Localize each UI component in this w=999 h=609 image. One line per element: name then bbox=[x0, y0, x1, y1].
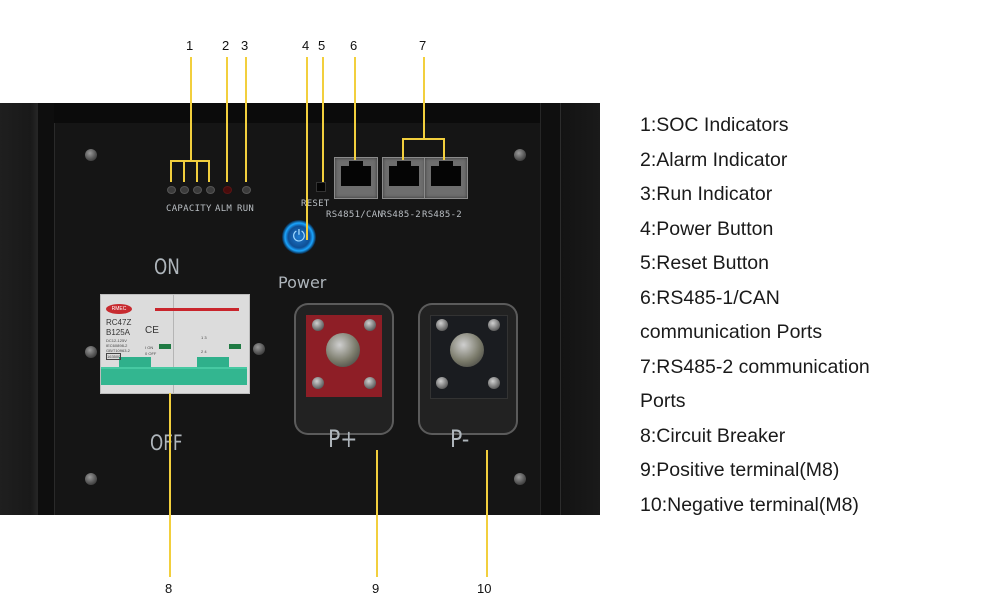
legend-item-6-cont: communication Ports bbox=[640, 321, 823, 343]
screw-icon bbox=[253, 343, 265, 355]
breaker-window bbox=[229, 344, 241, 349]
panel-top-edge bbox=[54, 103, 540, 123]
legend-item-10: 10:Negative terminal(M8) bbox=[640, 493, 859, 516]
rs485-2-port-b[interactable] bbox=[424, 157, 468, 199]
port-label-rs485-2a: RS485-2 bbox=[381, 210, 422, 220]
port-label-rs485-2b: RS485-2 bbox=[422, 210, 463, 220]
callout-3: 3 bbox=[241, 38, 249, 53]
cabinet-side bbox=[0, 103, 38, 515]
rs485-1-can-port[interactable] bbox=[334, 157, 378, 199]
negative-terminal[interactable] bbox=[418, 303, 518, 435]
ce-mark: CE bbox=[145, 325, 159, 336]
legend-item-2: 2:Alarm Indicator bbox=[640, 148, 788, 171]
soc-led-2 bbox=[180, 186, 189, 194]
terminal-bolt-icon bbox=[326, 333, 360, 367]
callout-line-1 bbox=[190, 57, 192, 161]
legend-item-6: 6:RS485-1/CAN bbox=[640, 286, 780, 309]
screw-icon bbox=[85, 346, 97, 358]
legend-item-5: 5:Reset Button bbox=[640, 252, 769, 274]
port-label-rs4851-can: RS4851/CAN bbox=[326, 210, 384, 220]
callout-line-5 bbox=[322, 57, 324, 182]
breaker-pole-bottom: 2 4 bbox=[201, 349, 207, 354]
panel-rail-right bbox=[540, 103, 561, 515]
capacity-label: CAPACITY bbox=[166, 204, 212, 214]
callout-line-6 bbox=[354, 57, 356, 160]
screw-icon bbox=[85, 149, 97, 161]
legend-item-7-cont: Ports bbox=[640, 390, 686, 412]
run-label: RUN bbox=[237, 204, 255, 214]
legend-item-4: 4:Power Button bbox=[640, 217, 774, 240]
breaker-off-mark: 0 OFF bbox=[145, 351, 157, 356]
callout-9: 9 bbox=[372, 581, 380, 596]
callout-line-8 bbox=[169, 393, 171, 577]
reset-label: RESET bbox=[301, 199, 330, 209]
screw-icon bbox=[85, 473, 97, 485]
callout-line-7-branch bbox=[402, 138, 445, 140]
reset-button[interactable] bbox=[316, 182, 326, 192]
run-led bbox=[242, 186, 251, 194]
breaker-on-mark: I ON bbox=[145, 345, 154, 350]
callout-7: 7 bbox=[419, 38, 427, 53]
breaker-tie-bar[interactable] bbox=[101, 367, 247, 385]
legend-item-9: 9:Positive terminal(M8) bbox=[640, 459, 840, 481]
breaker-rating: B125A bbox=[106, 328, 131, 337]
callout-line-1-branch bbox=[170, 160, 172, 182]
positive-terminal-label: P+ bbox=[328, 425, 358, 453]
soc-led-4 bbox=[206, 186, 215, 194]
callout-line-7-branch bbox=[443, 138, 445, 160]
callout-line-7 bbox=[423, 57, 425, 138]
breaker-standard-2: GB/T10963.2 bbox=[106, 348, 130, 353]
breaker-pole-top: 1 3 bbox=[201, 335, 207, 340]
legend-item-3: 3:Run Indicator bbox=[640, 183, 773, 205]
negative-terminal-label: P- bbox=[450, 425, 470, 453]
callout-line-3 bbox=[245, 57, 247, 182]
callout-line-2 bbox=[226, 57, 228, 182]
soc-led-3 bbox=[193, 186, 202, 194]
callout-line-1-branch bbox=[196, 160, 198, 182]
rs485-2-port-a[interactable] bbox=[382, 157, 426, 199]
callout-5: 5 bbox=[318, 38, 326, 53]
callout-line-10 bbox=[486, 450, 488, 577]
legend: 1:SOC Indicators 2:Alarm Indicator 3:Run… bbox=[640, 108, 995, 522]
callout-6: 6 bbox=[350, 38, 358, 53]
callout-line-9 bbox=[376, 450, 378, 577]
breaker-model: RC47Z bbox=[106, 318, 132, 327]
cabinet-side-right bbox=[560, 103, 600, 515]
breaker-brand-logo: RMEC bbox=[106, 304, 132, 314]
panel-rail-left bbox=[38, 103, 55, 515]
screw-icon bbox=[514, 473, 526, 485]
terminal-bolt-icon bbox=[450, 333, 484, 367]
breaker-off-label: OFF bbox=[150, 431, 183, 455]
breaker-on-label: ON bbox=[154, 255, 180, 279]
callout-line-1-branch bbox=[183, 160, 185, 182]
callout-4: 4 bbox=[302, 38, 310, 53]
callout-line-1-branch bbox=[208, 160, 210, 182]
breaker-window bbox=[159, 344, 171, 349]
power-label: Power bbox=[278, 273, 327, 292]
breaker-voltage: DC12-125V bbox=[106, 338, 127, 343]
power-icon: ⏻ bbox=[292, 228, 306, 245]
callout-8: 8 bbox=[165, 581, 173, 596]
soc-led-1 bbox=[167, 186, 176, 194]
breaker-code: 163500 bbox=[106, 353, 122, 360]
alarm-label: ALM bbox=[215, 204, 233, 214]
legend-item-1: 1:SOC Indicators bbox=[640, 114, 789, 136]
battery-front-panel: CAPACITY ALM RUN RESET RS4851/CAN RS485-… bbox=[0, 103, 600, 515]
callout-line-4 bbox=[306, 57, 308, 240]
callout-10: 10 bbox=[477, 581, 492, 596]
breaker-standard-1: IEC60898-2 bbox=[106, 343, 128, 348]
power-button[interactable]: ⏻ bbox=[282, 220, 316, 254]
callout-1: 1 bbox=[186, 38, 194, 53]
positive-terminal[interactable] bbox=[294, 303, 394, 435]
callout-line-7-branch bbox=[402, 138, 404, 160]
callout-2: 2 bbox=[222, 38, 230, 53]
screw-icon bbox=[514, 149, 526, 161]
legend-item-7: 7:RS485-2 communication bbox=[640, 355, 870, 378]
callout-line-1-branch bbox=[170, 160, 210, 162]
legend-item-8: 8:Circuit Breaker bbox=[640, 424, 786, 447]
alarm-led bbox=[223, 186, 232, 194]
circuit-breaker[interactable]: RMEC RC47Z B125A CE DC12-125V IEC60898-2… bbox=[100, 294, 250, 394]
